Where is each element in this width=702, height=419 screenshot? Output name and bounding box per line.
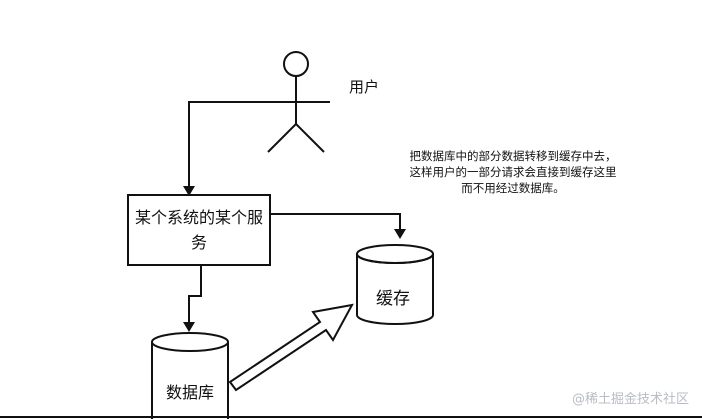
service-label: 某个系统的某个服务 xyxy=(134,208,263,252)
database-label: 数据库 xyxy=(166,383,215,402)
watermark-text: @稀土掘金技术社区 xyxy=(571,392,689,407)
user-label: 用户 xyxy=(349,78,380,96)
user-figure-icon xyxy=(262,51,330,153)
service-to-cache-arrow xyxy=(270,213,406,239)
note-text: 把数据库中的部分数据转移到缓存中去，这样用户的一部分请求会直接到缓存这里而不用经… xyxy=(409,149,617,195)
service-to-database-arrow xyxy=(183,265,202,332)
database-cylinder xyxy=(151,332,229,419)
cache-label: 缓存 xyxy=(376,289,410,309)
database-to-cache-migration-arrow xyxy=(228,303,354,392)
user-to-service-arrow xyxy=(183,101,262,196)
cache-cylinder xyxy=(356,244,434,325)
service-box xyxy=(127,194,271,266)
